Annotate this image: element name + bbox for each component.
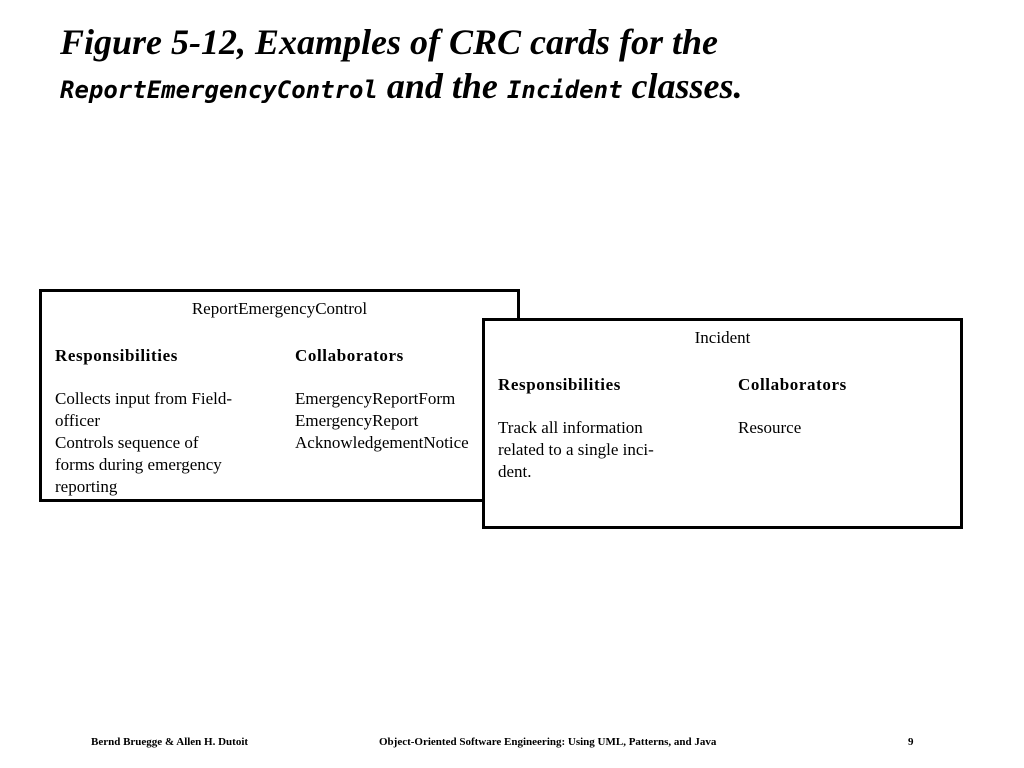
collaborators-heading: Collaborators [738, 375, 847, 394]
responsibility-line: forms during emergency [55, 455, 222, 474]
collaborators-list: Resource [738, 417, 801, 439]
collaborator-item: AcknowledgementNotice [295, 433, 469, 452]
card-class-name: Incident [694, 328, 751, 347]
title-class-report-emergency-control: ReportEmergencyControl [60, 76, 378, 104]
responsibility-line: related to a single inci- [498, 440, 654, 459]
title-ending: classes. [631, 66, 743, 106]
footer-authors: Bernd Bruegge & Allen H. Dutoit [91, 736, 249, 748]
responsibility-line: dent. [498, 462, 532, 481]
collaborators-heading: Collaborators [295, 346, 404, 365]
collaborator-item: Resource [738, 418, 802, 437]
collaborators-list: EmergencyReportForm EmergencyReport Ackn… [295, 388, 469, 454]
title-line-1: Figure 5-12, Examples of CRC cards for t… [60, 22, 719, 62]
slide-title: Figure 5-12, Examples of CRC cards for t… [60, 20, 1000, 112]
responsibility-line: Track all information [498, 418, 643, 437]
title-class-incident: Incident [506, 76, 623, 104]
responsibility-line: reporting [55, 477, 118, 496]
card-class-name: ReportEmergencyControl [191, 299, 368, 318]
crc-card-incident: Incident Responsibilities Collaborators … [482, 318, 963, 529]
responsibility-line: Collects input from Field- [55, 389, 233, 408]
footer-book-title: Object-Oriented Software Engineering: Us… [379, 736, 717, 748]
title-connector: and the [386, 66, 498, 106]
collaborator-item: EmergencyReport [295, 411, 419, 430]
responsibilities-list: Collects input from Field- officer Contr… [55, 388, 232, 498]
collaborator-item: EmergencyReportForm [295, 389, 456, 408]
responsibilities-heading: Responsibilities [498, 375, 621, 394]
crc-card-report-emergency-control: ReportEmergencyControl Responsibilities … [39, 289, 520, 502]
responsibilities-list: Track all information related to a singl… [498, 417, 654, 483]
responsibilities-heading: Responsibilities [55, 346, 178, 365]
responsibility-line: officer [55, 411, 100, 430]
responsibility-line: Controls sequence of [55, 433, 199, 452]
footer-page-number: 9 [908, 736, 914, 748]
